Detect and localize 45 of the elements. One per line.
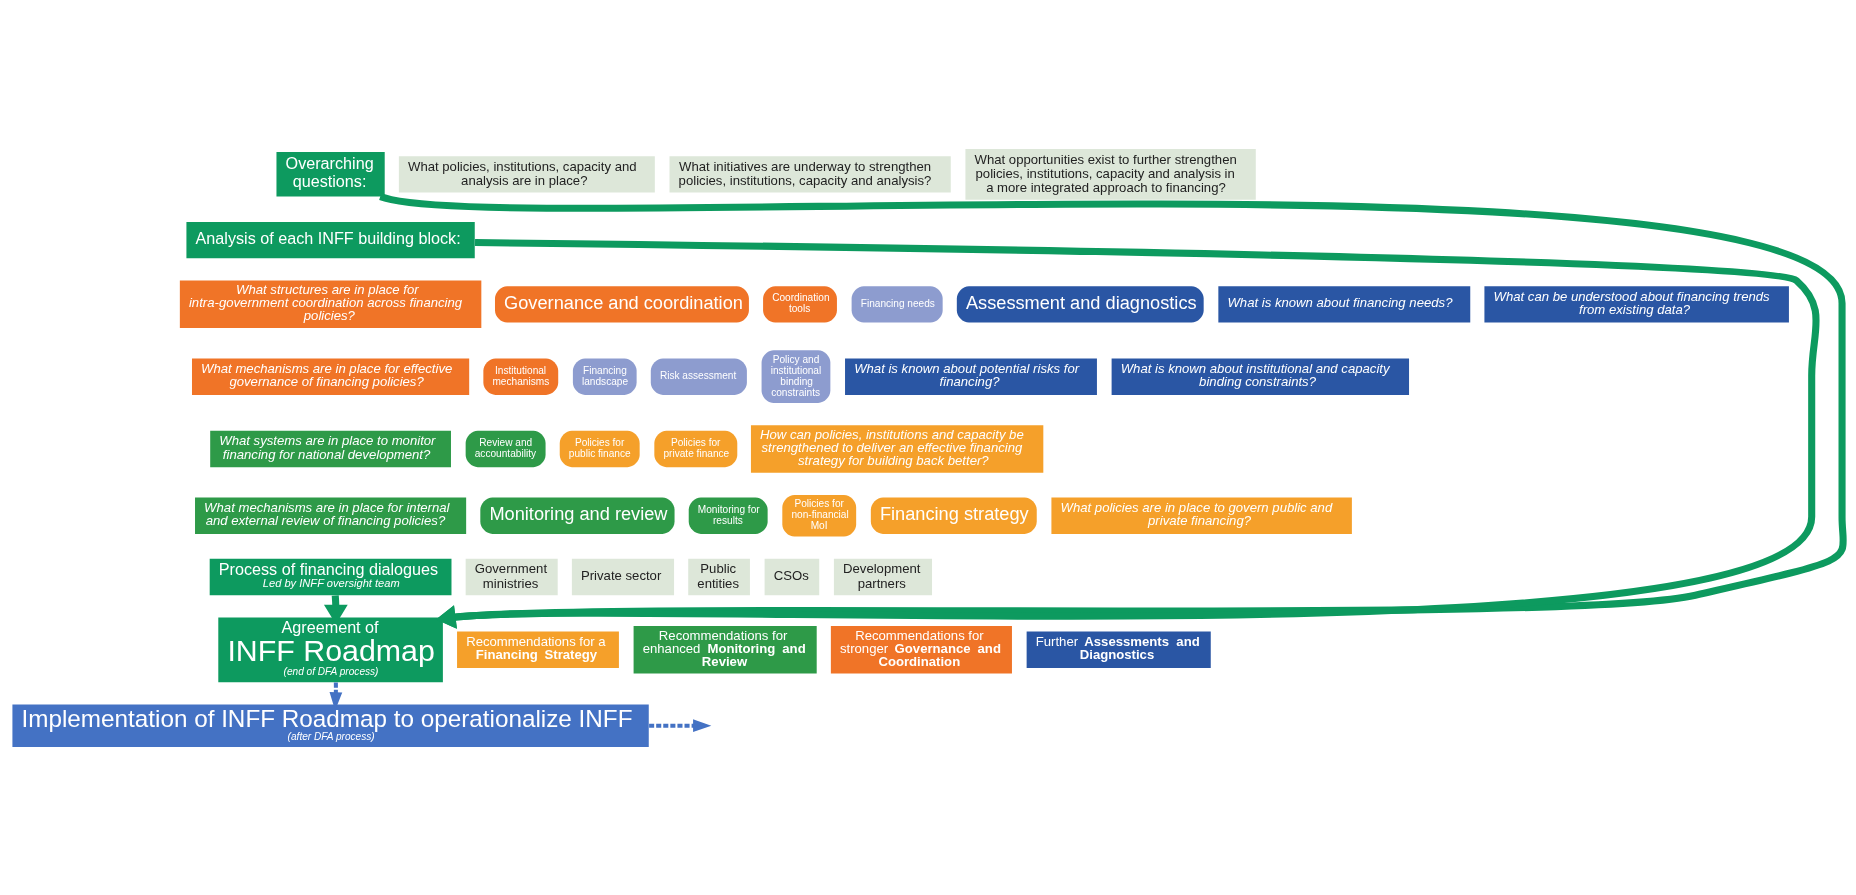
- node-box: Agreement of INFF Roadmap (end of DFA process): [218, 616, 443, 682]
- node-box: Financing landscape: [572, 357, 637, 395]
- node-box: Coordination tools: [763, 285, 837, 323]
- node-box: Governance and coordination: [495, 285, 749, 323]
- node-box: Government ministries: [465, 558, 558, 595]
- node-box: What is known about potential risks for financing?: [845, 357, 1097, 395]
- node-box: Process of financing dialogues Led by INFF oversight team: [209, 558, 452, 595]
- node-box: What mechanisms are in place for internal and external review of financing policies?: [195, 497, 467, 534]
- node-box: Further Assessments and Diagnostics: [1026, 631, 1211, 668]
- node-box: Assessment and diagnostics: [956, 285, 1204, 323]
- arrow: [436, 238, 1820, 629]
- node-box: Analysis of each INFF building block:: [186, 221, 475, 258]
- node-box: Implementation of INFF Roadmap to operationalize INFF (after DFA process): [12, 703, 649, 747]
- node-box: What structures are in place for intra-government coordination across financing policies?: [179, 280, 482, 328]
- node-box: How can policies, institutions and capacity be strengthened to deliver an effective financing strategy for building back better?: [750, 424, 1044, 473]
- node-box: Institutional mechanisms: [483, 357, 559, 395]
- node-box: Recommendations for stronger Governance and Coordination: [830, 625, 1012, 674]
- node-box: Financing needs: [851, 285, 943, 323]
- node-box: Overarching questions:: [276, 151, 385, 197]
- node-box: What policies are in place to govern public and private financing?: [1051, 497, 1352, 534]
- node-box: Policies for public finance: [559, 430, 640, 467]
- node-box: Policies for non-financial MoI: [782, 494, 857, 536]
- node-box: What initiatives are underway to strengthen policies, institutions, capacity and analysis?: [669, 155, 951, 193]
- node-box: Public entities: [688, 558, 750, 595]
- node-box: Risk assessment: [650, 357, 747, 395]
- node-box: Policies for private finance: [654, 430, 738, 467]
- node-box: Financing strategy: [870, 497, 1037, 534]
- node-box: What mechanisms are in place for effective governance of financing policies?: [192, 357, 470, 395]
- node-box: Monitoring for results: [688, 497, 768, 534]
- node-box: What can be understood about financing trends from existing data?: [1484, 285, 1789, 323]
- arrow: [379, 192, 1847, 629]
- node-box: CSOs: [764, 558, 820, 595]
- node-box: What systems are in place to monitor financing for national development?: [210, 430, 451, 467]
- node-box: What is known about financing needs?: [1218, 285, 1471, 323]
- arrow: [649, 718, 712, 732]
- node-box: What policies, institutions, capacity and analysis are in place?: [398, 155, 655, 193]
- node-box: Development partners: [833, 558, 933, 595]
- node-box: Policy and institutional binding constraints: [761, 349, 831, 403]
- node-box: What is known about institutional and capacity binding constraints?: [1111, 357, 1410, 395]
- node-box: Review and accountability: [465, 430, 546, 467]
- node-box: Recommendations for enhanced Monitoring and Review: [633, 625, 817, 674]
- node-box: Recommendations for a Financing Strategy: [457, 631, 619, 668]
- node-box: Monitoring and review: [480, 497, 675, 534]
- node-box: Private sector: [571, 558, 675, 595]
- node-box: What opportunities exist to further strengthen policies, institutions, capacity and analysis in a more integrated approach to financing?: [965, 148, 1256, 200]
